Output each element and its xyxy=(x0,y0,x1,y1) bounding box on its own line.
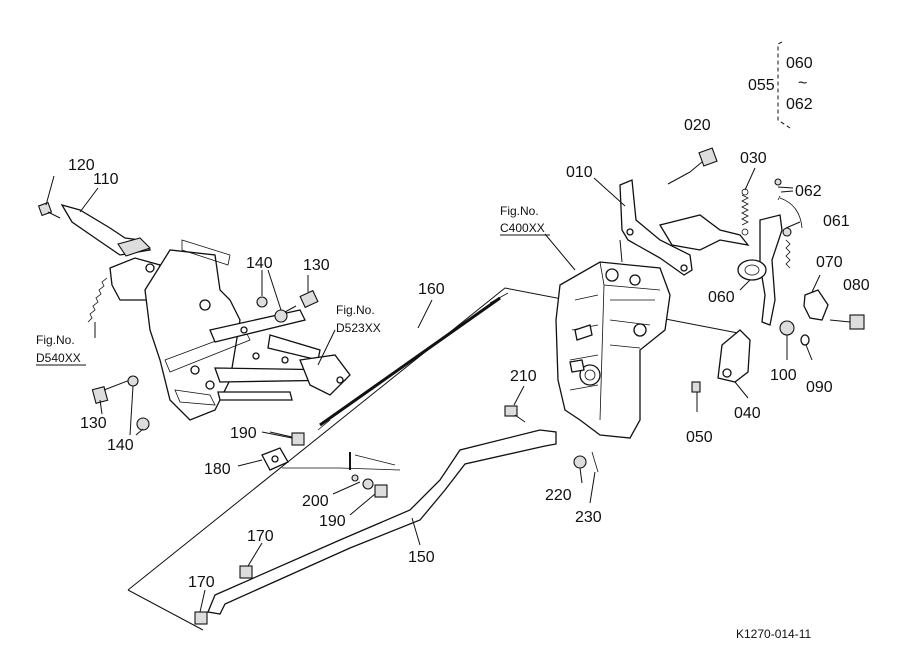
pin-230 xyxy=(591,451,599,473)
label-130-lower: 130 xyxy=(80,415,107,432)
bolt-020 xyxy=(667,147,718,185)
nut-190-upper xyxy=(291,432,305,446)
label-160: 160 xyxy=(418,281,445,298)
bushing-070 xyxy=(803,289,829,321)
label-055-tilde: ~ xyxy=(798,75,807,92)
lever-060 xyxy=(737,214,783,326)
leader-lines xyxy=(45,167,821,613)
label-062-upper: 062 xyxy=(795,183,822,200)
label-020: 020 xyxy=(684,117,711,134)
label-110: 110 xyxy=(93,171,119,188)
label-080: 080 xyxy=(843,277,870,294)
label-061: 061 xyxy=(823,213,850,230)
pedal-pad xyxy=(117,237,152,257)
label-055-from: 060 xyxy=(786,55,813,72)
fig-ref-d523-line2: D523XX xyxy=(336,321,381,335)
label-180: 180 xyxy=(204,461,231,478)
label-190-lower: 190 xyxy=(319,513,346,530)
pedal-assembly xyxy=(37,201,351,431)
bolt-210 xyxy=(504,405,526,423)
label-100: 100 xyxy=(770,367,797,384)
arm-040 xyxy=(717,329,751,383)
label-060-lower: 060 xyxy=(708,289,735,306)
label-040: 040 xyxy=(734,405,761,422)
label-140-lower: 140 xyxy=(107,437,134,454)
label-170-lower: 170 xyxy=(188,574,215,591)
nut-170-lower xyxy=(194,611,208,625)
label-200: 200 xyxy=(302,493,329,510)
plate-010 xyxy=(658,214,750,251)
link-010 xyxy=(619,179,693,276)
spring-030 xyxy=(741,188,749,236)
label-050: 050 xyxy=(686,429,713,446)
label-210: 210 xyxy=(510,368,537,385)
bolt-080 xyxy=(829,314,865,330)
label-220: 220 xyxy=(545,487,572,504)
label-120: 120 xyxy=(68,157,95,174)
label-190-upper: 190 xyxy=(230,425,257,442)
range-bracket xyxy=(777,41,791,129)
fig-ref-d540-line1: Fig.No. xyxy=(36,333,75,347)
screw-050 xyxy=(691,381,701,393)
arrow-062 xyxy=(777,195,803,229)
label-090: 090 xyxy=(806,379,833,396)
label-010: 010 xyxy=(566,164,593,181)
fig-ref-c400-line1: Fig.No. xyxy=(500,204,539,218)
label-055: 055 xyxy=(748,77,775,94)
circlip-062-upper xyxy=(774,178,782,186)
joint-180 xyxy=(261,447,289,471)
bolt-130-lower xyxy=(91,379,131,404)
pin-061 xyxy=(785,239,791,269)
bolt-130-upper xyxy=(284,289,319,313)
washer-200 xyxy=(362,478,374,490)
bearing-100 xyxy=(779,320,795,336)
label-230: 230 xyxy=(575,509,602,526)
fig-ref-d540-line2: D540XX xyxy=(36,351,81,365)
fig-ref-c400-line2: C400XX xyxy=(500,221,545,235)
pin-200 xyxy=(349,452,359,482)
label-140-upper: 140 xyxy=(246,255,273,272)
nut-190-lower xyxy=(374,484,388,498)
label-130-upper: 130 xyxy=(303,257,330,274)
o-ring-090 xyxy=(800,334,810,346)
circlip-062-lower xyxy=(782,227,792,237)
label-170-upper: 170 xyxy=(247,528,274,545)
nut-170-upper xyxy=(239,565,253,579)
return-spring xyxy=(87,277,108,323)
bolt-120 xyxy=(37,201,61,219)
drawing-code: K1270-014-11 xyxy=(736,627,811,641)
label-055-to: 062 xyxy=(786,96,813,113)
label-070: 070 xyxy=(816,254,843,271)
fig-ref-d523-line1: Fig.No. xyxy=(336,303,375,317)
rod-160 xyxy=(317,292,509,431)
rod-150 xyxy=(207,429,557,615)
label-150: 150 xyxy=(408,549,435,566)
washer-220 xyxy=(573,455,587,469)
label-030: 030 xyxy=(740,150,767,167)
transmission-housing xyxy=(555,261,671,439)
